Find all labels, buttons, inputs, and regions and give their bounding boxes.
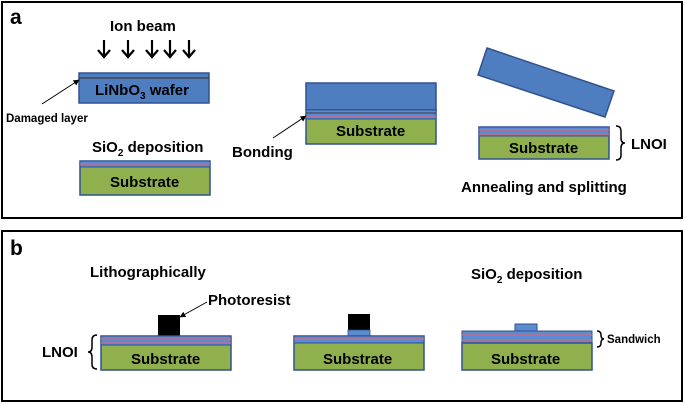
etched-ridge-stack: Substrate [293, 314, 425, 371]
lnoi-label-b: LNOI [42, 344, 78, 361]
linbo3-wafer: LiNbO3 wafer [78, 72, 210, 104]
bonding-pointer [272, 115, 307, 139]
photoresist-label: Photoresist [208, 292, 291, 309]
panel-a-frame [1, 1, 683, 219]
damaged-layer-label: Damaged layer [6, 113, 88, 125]
ion-beam-arrows [97, 40, 196, 59]
substrate-label: Substrate [491, 351, 560, 368]
substrate-label: Substrate [131, 351, 200, 368]
lnoi-brace-a [615, 125, 626, 161]
bonding-label: Bonding [232, 144, 293, 161]
photoresist-block [158, 315, 180, 336]
sandwich-label: Sandwich [607, 334, 661, 346]
panel-b-frame [1, 230, 683, 402]
sandwich-brace [596, 330, 605, 348]
split-wafer [477, 47, 615, 118]
lithography-label: Lithographically [90, 264, 207, 281]
arrow-down-icon [97, 40, 111, 59]
ion-beam-label: Ion beam [110, 18, 176, 35]
arrow-down-icon [182, 40, 196, 59]
linbo3-wafer-label: LiNbO3 wafer [95, 82, 189, 102]
substrate-label: Substrate [336, 123, 405, 140]
panel-a-letter: a [10, 6, 22, 29]
arrow-down-icon [145, 40, 159, 59]
damaged-layer-pointer [41, 79, 80, 105]
panel-b-letter: b [10, 237, 23, 260]
substrate-label: Substrate [509, 140, 578, 157]
annealing-label: Annealing and splitting [461, 179, 627, 196]
arrow-down-icon [121, 40, 135, 59]
sandwich-stack: Substrate [461, 323, 593, 371]
lnoi-brace-b [87, 334, 98, 370]
photoresist-pointer [179, 301, 208, 318]
bonded-stack: Substrate [305, 82, 437, 145]
sio2-deposition-label-b: SiO2 deposition [471, 266, 582, 286]
substrate-label: Substrate [110, 174, 179, 191]
sio2-deposition-label-a: SiO2 deposition [92, 139, 203, 159]
arrow-down-icon [163, 40, 177, 59]
substrate-label: Substrate [323, 351, 392, 368]
lnoi-label-a: LNOI [631, 136, 667, 153]
oxidized-substrate-a: Substrate [79, 160, 211, 196]
lnoi-result-a: Substrate [478, 126, 610, 160]
lnoi-with-photoresist: Substrate [100, 315, 232, 371]
